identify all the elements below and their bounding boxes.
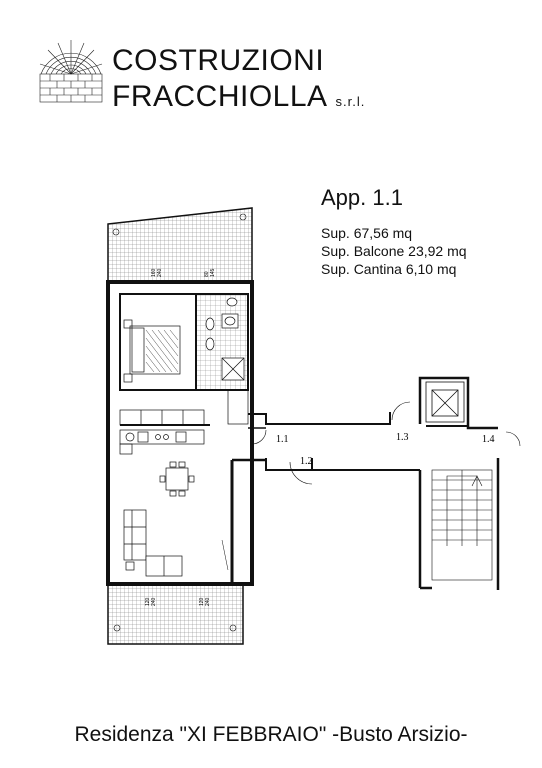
bed (123, 319, 181, 383)
closet (119, 389, 249, 426)
company-brand: COSTRUZIONI FRACCHIOLLA s.r.l. (36, 34, 364, 114)
kitchen (119, 429, 205, 455)
label-room-1-1: 1.1 (276, 434, 289, 445)
top-balcony (107, 207, 253, 283)
window-dims-top-left: 160 240 (151, 268, 163, 277)
label-room-1-3: 1.3 (396, 432, 409, 443)
dim-top-right-b: 145 (210, 268, 216, 277)
dim-bottom-right-a: 120 (199, 597, 205, 606)
corridor (232, 376, 521, 590)
company-legal-suffix: s.r.l. (335, 94, 366, 109)
label-room-1-4: 1.4 (482, 434, 495, 445)
apartment-balcony-surface: Sup. Balcone 23,92 mq (321, 243, 467, 259)
apartment-surface: Sup. 67,56 mq (321, 225, 413, 241)
elevator (425, 381, 468, 427)
company-name-line2-text: FRACCHIOLLA (112, 80, 328, 113)
apartment-cellar-surface: Sup. Cantina 6,10 mq (321, 261, 457, 277)
dim-top-left-b: 240 (157, 268, 163, 277)
window-dims-top-right: 80 145 (204, 268, 216, 277)
label-room-1-2: 1.2 (300, 456, 313, 467)
sofa (123, 509, 229, 577)
company-logo-icon (39, 40, 103, 103)
apartment-title: App. 1.1 (321, 185, 403, 210)
dim-bottom-left-b: 240 (151, 597, 157, 606)
apartment-info: App. 1.1 Sup. 67,56 mq Sup. Balcone 23,9… (321, 184, 467, 278)
staircase (431, 469, 493, 581)
company-name-line1: COSTRUZIONI (112, 44, 325, 77)
dining-table (159, 461, 195, 497)
dim-top-left-a: 160 (151, 268, 157, 277)
bathroom-fixtures (205, 297, 245, 381)
window-dims-bottom-left: 120 240 (145, 597, 157, 606)
bottom-balcony (107, 583, 244, 645)
dim-top-right-a: 80 (204, 271, 210, 277)
residence-caption: Residenza "XI FEBBRAIO" -Busto Arsizio- (74, 723, 468, 746)
dim-bottom-left-a: 120 (145, 597, 151, 606)
dim-bottom-right-b: 240 (205, 597, 211, 606)
company-name-line2: FRACCHIOLLA s.r.l. (112, 82, 365, 117)
window-dims-bottom-right: 120 240 (199, 597, 211, 606)
